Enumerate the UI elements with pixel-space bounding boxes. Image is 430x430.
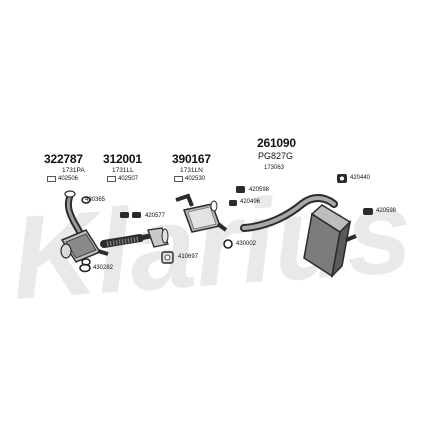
front-pipe-icon [64, 190, 86, 240]
group-ref-1-text: 402506 [58, 176, 79, 182]
ref-box-icon [107, 176, 116, 182]
group-ref-2-text: 402507 [118, 176, 139, 182]
group-ref-2: 402507 [107, 176, 138, 182]
particulate-filter-icon [175, 193, 228, 233]
rubber-mount-icon [337, 174, 347, 183]
rubber-mount-icon [363, 208, 373, 215]
group-ref-4: 173063 [264, 165, 285, 171]
group-code-3: 390167 [172, 152, 211, 166]
ref-box-icon [47, 176, 56, 182]
flex-pipe-icon [100, 227, 169, 248]
group-code-2: 312001 [103, 152, 142, 166]
rubber-mount-icon [229, 186, 245, 206]
part-430282: 430282 [93, 265, 114, 271]
group-sub-2: 1731LL [112, 167, 134, 174]
catalytic-converter-icon [60, 229, 109, 263]
part-410697: 410697 [178, 254, 199, 260]
group-ref-3-text: 402530 [185, 176, 206, 182]
part-420598-right: 420598 [376, 208, 397, 214]
rear-silencer-icon [240, 194, 357, 279]
group-sub-4: PG827G [258, 151, 294, 161]
gasket-icon [161, 251, 174, 264]
clamp-icon [79, 263, 91, 273]
group-sub-3: 1731LN [180, 167, 203, 174]
group-sub-1: 1731PA [62, 167, 85, 174]
part-430002: 430002 [236, 241, 257, 247]
clamp-icon [223, 239, 233, 249]
group-code-4: 261090 [257, 136, 296, 150]
ref-box-icon [174, 176, 183, 182]
part-420577: 420577 [145, 213, 166, 219]
part-430365: 430365 [85, 197, 106, 203]
rubber-mount-icon [120, 212, 141, 218]
group-ref-1: 402506 [47, 176, 78, 182]
part-420440: 420440 [350, 175, 371, 181]
group-code-1: 322787 [44, 152, 83, 166]
part-420496: 420496 [240, 199, 261, 205]
part-420598-center: 420598 [249, 187, 270, 193]
group-ref-3: 402530 [174, 176, 205, 182]
